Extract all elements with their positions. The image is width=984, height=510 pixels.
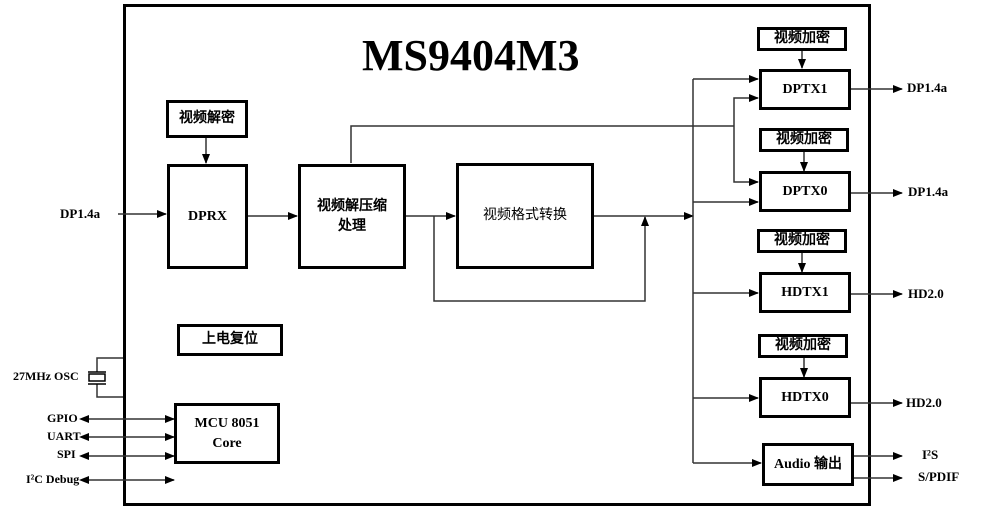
spdif-output-label: S/PDIF bbox=[918, 469, 960, 484]
gpio-label: GPIO bbox=[47, 411, 78, 425]
dprx-block: DPRX bbox=[167, 164, 248, 269]
dptx1-output-label: DP1.4a bbox=[907, 80, 948, 95]
format-convert-block: 视频格式转换 bbox=[456, 163, 594, 269]
chip-boundary bbox=[123, 4, 871, 506]
to-dptx1-b bbox=[733, 94, 759, 126]
crystal-icon bbox=[88, 373, 106, 382]
decompress-block: 视频解压缩 处理 bbox=[298, 164, 406, 269]
mcu-block: MCU 8051 Core bbox=[174, 403, 280, 464]
osc-label: 27MHz OSC bbox=[13, 369, 79, 383]
osc-wire-bottom bbox=[96, 384, 123, 398]
to-dptx0-a bbox=[733, 126, 759, 186]
video-decrypt-block: 视频解密 bbox=[166, 100, 248, 138]
spi-label: SPI bbox=[57, 447, 76, 461]
i2s-output-label: I²S bbox=[922, 447, 939, 462]
uart-label: UART bbox=[47, 429, 81, 443]
mcu-label-1: MCU 8051 bbox=[194, 415, 260, 431]
encrypt-block-hdtx1: 视频加密 bbox=[757, 229, 847, 253]
bypass-top-line bbox=[350, 125, 734, 163]
dp-input-label: DP1.4a bbox=[60, 206, 101, 221]
hdtx0-block: HDTX0 bbox=[759, 377, 851, 418]
chip-title: MS9404M3 bbox=[362, 31, 580, 80]
dptx0-block: DPTX0 bbox=[759, 171, 851, 212]
i2c-debug-label: I²C Debug bbox=[26, 472, 80, 486]
hdtx0-output-label: HD2.0 bbox=[906, 395, 942, 410]
hdtx1-output-label: HD2.0 bbox=[908, 286, 944, 301]
decompress-label-1: 视频解压缩 bbox=[317, 198, 387, 214]
bypass-bottom-line bbox=[433, 216, 649, 302]
dptx0-output-label: DP1.4a bbox=[908, 184, 949, 199]
power-reset-block: 上电复位 bbox=[177, 324, 283, 356]
decompress-label-2: 处理 bbox=[338, 218, 366, 234]
encrypt-block-dptx0: 视频加密 bbox=[759, 128, 849, 152]
encrypt-block-hdtx0: 视频加密 bbox=[758, 334, 848, 358]
audio-out-block: Audio 输出 bbox=[762, 443, 854, 486]
encrypt-block-dptx1: 视频加密 bbox=[757, 27, 847, 51]
dptx1-block: DPTX1 bbox=[759, 69, 851, 110]
mcu-label-2: Core bbox=[212, 435, 242, 451]
osc-wire-top bbox=[96, 357, 123, 372]
hdtx1-block: HDTX1 bbox=[759, 272, 851, 313]
